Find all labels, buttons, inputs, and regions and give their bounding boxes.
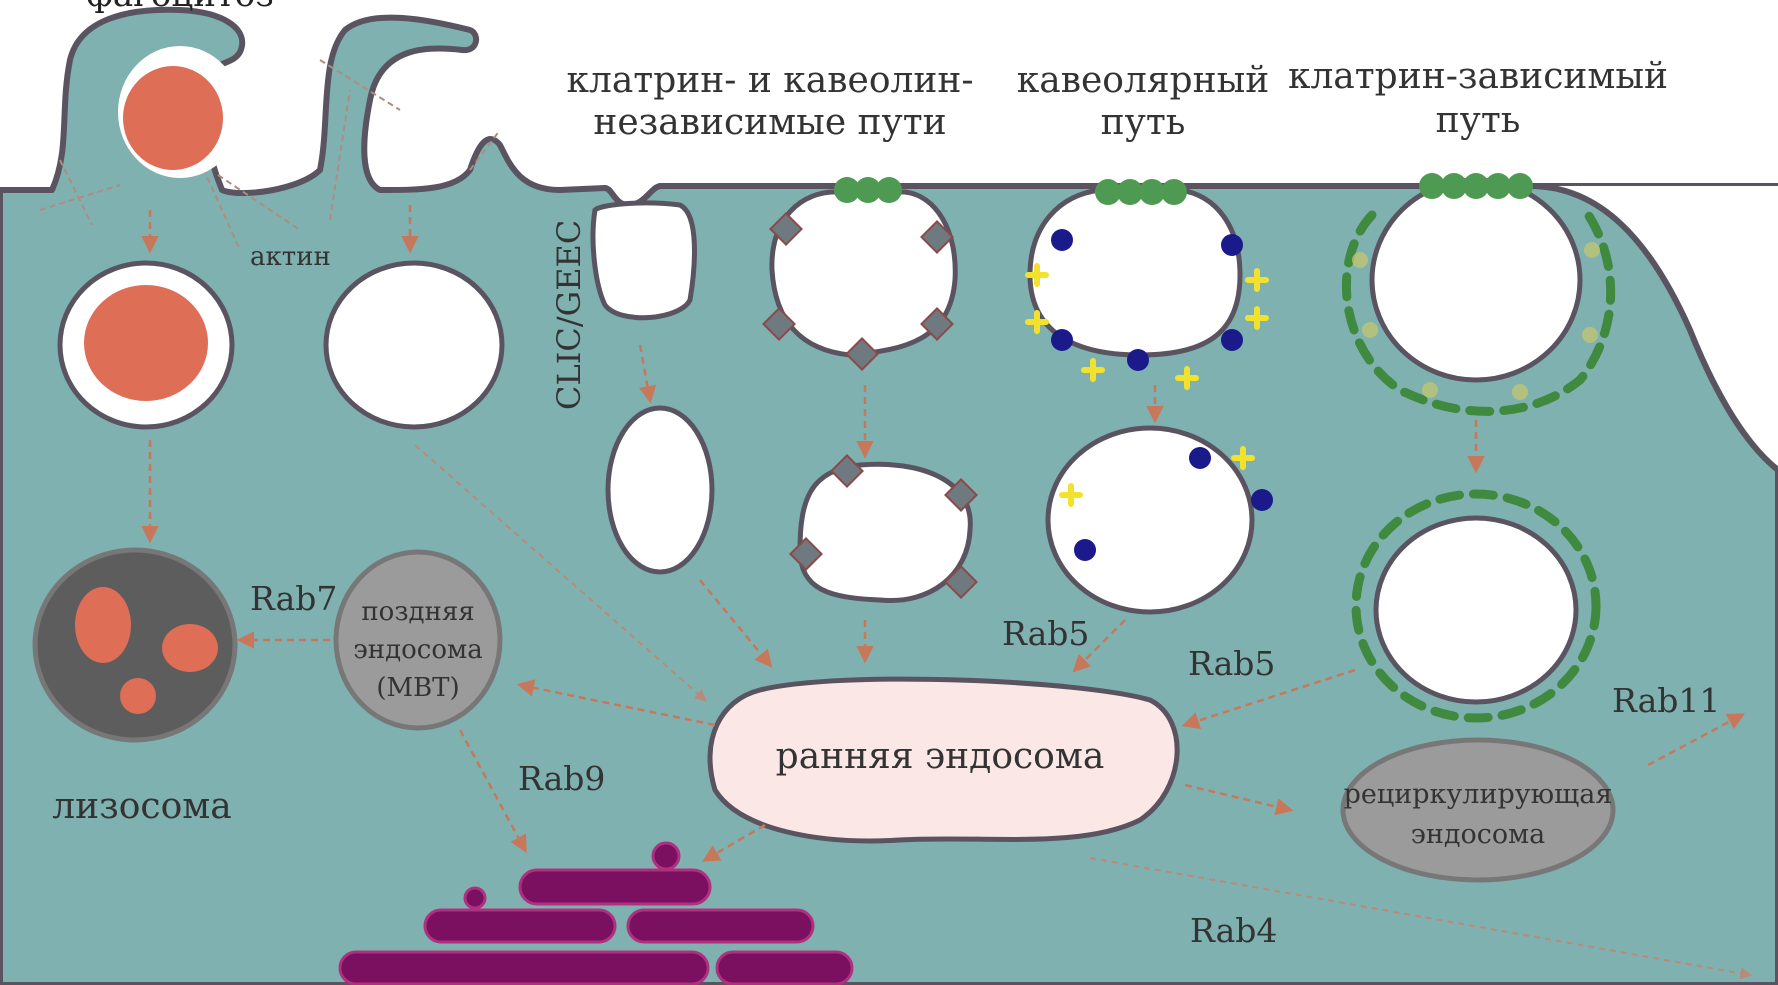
label-early-endosome: ранняя эндосома	[776, 736, 1105, 777]
label-lysosome: лизосома	[52, 786, 231, 827]
heading-clathrin-2: путь	[1436, 100, 1521, 141]
recycling-endosome	[1343, 740, 1613, 880]
clathrin-pit-cap	[1419, 173, 1533, 199]
label-rab5-left: Rab5	[1002, 614, 1089, 653]
label-rab11: Rab11	[1612, 681, 1720, 720]
caveosome	[1048, 428, 1252, 612]
macropinosome	[326, 263, 502, 427]
independent-caveolin-cap	[834, 177, 902, 203]
heading-caveolar-2: путь	[1101, 102, 1186, 143]
label-actin: актин	[250, 242, 331, 272]
heading-independent-2: независимые пути	[593, 102, 946, 143]
label-phagocytosis: фагоцитоз	[86, 0, 274, 15]
label-rab7: Rab7	[250, 579, 337, 618]
heading-clathrin-1: клатрин-зависимый	[1288, 56, 1668, 97]
label-rab9: Rab9	[518, 759, 605, 798]
clathrin-pit	[1372, 180, 1580, 380]
phagosome	[60, 263, 232, 427]
label-recycling-1: рециркулирующая	[1344, 779, 1613, 810]
clic-geec-carrier	[593, 203, 694, 318]
label-rab5-right: Rab5	[1188, 644, 1275, 683]
label-late-endosome-1: поздняя	[361, 597, 474, 627]
clathrin-coated-vesicle	[1376, 518, 1576, 702]
independent-vesicle	[800, 464, 970, 600]
heading-independent-1: клатрин- и кавеолин-	[566, 60, 973, 101]
heading-caveolar-1: кавеолярный	[1017, 60, 1269, 101]
label-clic-geec: CLIC/GEEC	[550, 220, 588, 410]
label-rab4: Rab4	[1190, 911, 1277, 950]
label-recycling-2: эндосома	[1411, 819, 1545, 850]
phagocytic-cup	[118, 46, 242, 178]
label-late-endosome-2: эндосома	[353, 635, 483, 665]
label-late-endosome-3: (MBT)	[376, 673, 459, 703]
clic-geec-vesicle	[608, 408, 712, 572]
